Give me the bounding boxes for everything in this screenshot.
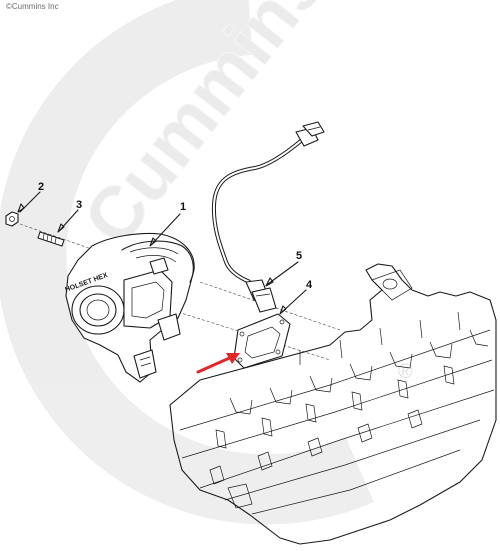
callout-4: 4 xyxy=(306,279,313,291)
gasket xyxy=(233,313,291,369)
callout-1: 1 xyxy=(180,201,186,213)
copyright-notice: ©Cummins Inc xyxy=(6,2,59,11)
callout-leaders xyxy=(17,191,307,315)
wiring-harness xyxy=(211,121,325,313)
watermark-logo: Cummins ® xyxy=(0,0,413,525)
callout-labels: 1 2 3 4 5 xyxy=(38,181,313,291)
assembly-lines xyxy=(19,223,341,361)
callout-3: 3 xyxy=(76,199,82,211)
callout-2: 2 xyxy=(38,181,44,193)
callout-5: 5 xyxy=(296,250,302,262)
stud xyxy=(37,231,65,247)
nut xyxy=(5,211,19,227)
turbocharger: HOLSET HEX xyxy=(64,233,195,383)
highlight-arrow xyxy=(196,353,240,374)
engine-block xyxy=(169,263,497,545)
